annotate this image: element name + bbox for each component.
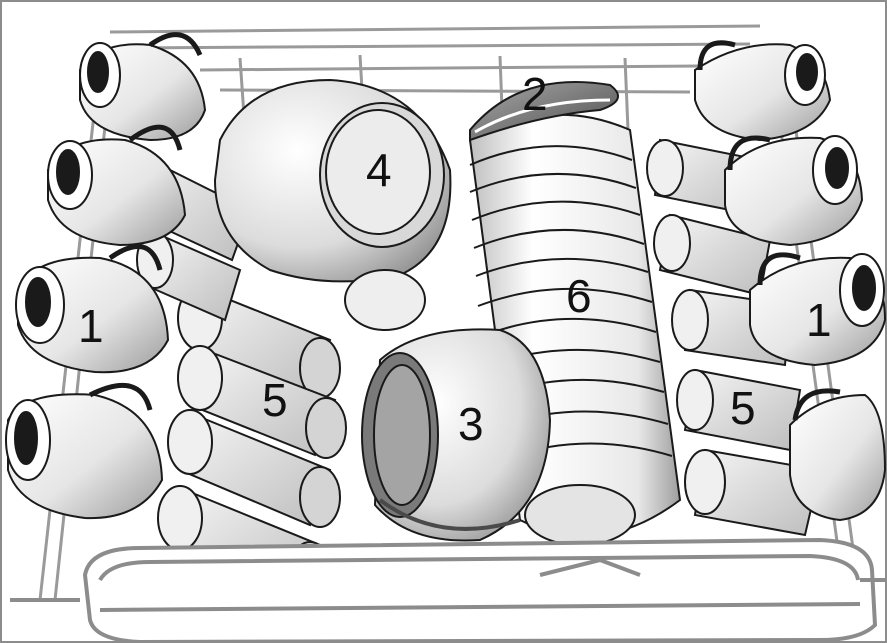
label-glasses-right: 5: [730, 382, 756, 434]
label-glasses-left: 5: [262, 374, 288, 426]
label-plates: 6: [566, 270, 592, 322]
label-saucer: 2: [522, 68, 548, 120]
cup: [695, 43, 830, 140]
label-cups-left: 1: [78, 300, 104, 352]
large-bowl: [362, 329, 550, 540]
label-small-bowl: 4: [366, 144, 392, 196]
label-large-bowl: 3: [458, 398, 484, 450]
label-cups-right: 1: [806, 294, 832, 346]
rack-front-basket: [10, 540, 887, 642]
